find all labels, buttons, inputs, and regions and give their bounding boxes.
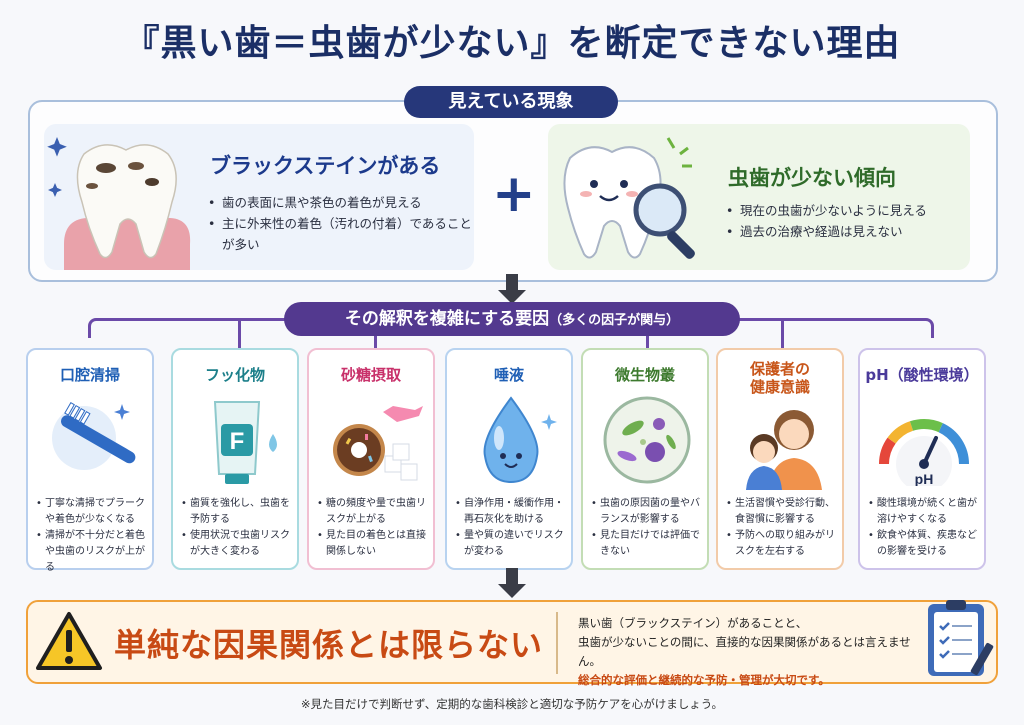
low-caries-bullets: 現在の虫歯が少ないように見える 過去の治療や経過は見えない: [726, 200, 962, 242]
warning-icon: [36, 612, 102, 670]
factor-bullets: 生活習慣や受診行動、食習慣に影響する 予防への取り組みがリスクを左右する: [726, 496, 842, 560]
list-item: 過去の治療や経過は見えない: [726, 221, 962, 242]
footnote: ※見た目だけで判断せず、定期的な歯科検診と適切な予防ケアを心がけましょう。: [300, 697, 724, 711]
conclusion-panel: [26, 600, 998, 684]
factor-title: 保護者の: [749, 360, 810, 378]
low-caries-card: [548, 124, 970, 270]
list-item: 丁寧な清掃でプラークや着色が少なくなる: [36, 496, 152, 528]
factor-title: 健康意識: [749, 378, 810, 396]
factors-header: その解釈を複雑にする要因（多くの因子が関与）: [284, 302, 740, 336]
factor-bullets: 丁寧な清掃でプラークや着色が少なくなる 清掃が不十分だと着色や虫歯のリスクが上が…: [36, 496, 152, 576]
factor-card-guardian-awareness: 保護者の 健康意識 生活習慣や受診行動、食習慣に影響する 予防への取り組みがリス…: [716, 348, 844, 570]
low-caries-title: 虫歯が少ない傾向: [728, 166, 896, 190]
factor-bullets: 虫歯の原因菌の量やバランスが影響する 見た目だけでは評価できない: [591, 496, 707, 560]
phenomena-header: 見えている現象: [404, 86, 618, 118]
conclusion-line: 虫歯が少ないことの間に、直接的な因果関係があるとは言えません。: [578, 635, 911, 668]
smiling-tooth-magnifier-icon: [563, 137, 695, 259]
factor-bullets: 糖の頻度や量で虫歯リスクが上がる 見た目の着色とは直接関係しない: [317, 496, 433, 560]
fluoride-label: F: [230, 428, 245, 455]
list-item: 自浄作用・緩衝作用・再石灰化を助ける: [455, 496, 571, 528]
list-item: 予防への取り組みがリスクを左右する: [726, 528, 842, 560]
list-item: 使用状況で虫歯リスクが大きく変わる: [181, 528, 297, 560]
petri-dish-icon: [603, 396, 691, 484]
ph-gauge-icon: pH: [879, 419, 969, 486]
factor-bullets: 自浄作用・緩衝作用・再石灰化を助ける 量や質の違いでリスクが変わる: [455, 496, 571, 560]
list-item: 現在の虫歯が少ないように見える: [726, 200, 962, 221]
down-arrow-icon: [498, 274, 526, 304]
factor-card-sugar: 砂糖摂取 糖の頻度や量で虫歯リスクが上がる 見た目の着色とは直接関係しない: [307, 348, 435, 570]
conclusion-emphasis: 総合的な評価と継続的な予防・管理が大切です。: [578, 673, 830, 687]
factor-card-saliva: 唾液 自浄作用・緩衝作用・再石灰化を助ける 量や質の違いでリスクが変わる: [445, 348, 573, 570]
list-item: 酸性環境が続くと歯が溶けやすくなる: [868, 496, 984, 528]
connector-drop: [781, 320, 784, 350]
factor-bullets: 酸性環境が続くと歯が溶けやすくなる 飲食や体質、疾患などの影響を受ける: [868, 496, 984, 560]
factor-card-ph: pH（酸性環境） pH 酸性環境が続くと歯が溶けやすくなる 飲食や体質、疾患など…: [858, 348, 986, 570]
factor-bullets: 歯質を強化し、虫歯を予防する 使用状況で虫歯リスクが大きく変わる: [181, 496, 297, 560]
parent-child-icon: [746, 410, 822, 490]
list-item: 糖の頻度や量で虫歯リスクが上がる: [317, 496, 433, 528]
factor-card-microbiome: 微生物叢 虫歯の原因菌の量やバランスが影響する 見た目だけでは評価できない: [581, 348, 709, 570]
water-drop-icon: [483, 396, 557, 484]
conclusion-line: 黒い歯（ブラックステイン）があることと、: [578, 616, 808, 630]
list-item: 量や質の違いでリスクが変わる: [455, 528, 571, 560]
list-item: 歯質を強化し、虫歯を予防する: [181, 496, 297, 528]
conclusion-text: 黒い歯（ブラックステイン）があることと、 虫歯が少ないことの間に、直接的な因果関…: [578, 614, 918, 690]
factor-title: 口腔清掃: [59, 366, 120, 384]
donut-candy-icon: [333, 406, 423, 481]
page-title: 『黒い歯＝虫歯が少ない』を断定できない理由: [123, 23, 901, 64]
plus-sign: +: [492, 164, 536, 224]
factor-title: フッ化物: [204, 366, 265, 384]
black-stain-title: ブラックステインがある: [210, 154, 441, 178]
down-arrow-icon: [498, 568, 526, 598]
factor-card-fluoride: フッ化物 F 歯質を強化し、虫歯を予防する 使用状況で虫歯リスクが大きく変わる: [171, 348, 299, 570]
toothbrush-icon: [52, 401, 136, 470]
list-item: 生活習慣や受診行動、食習慣に影響する: [726, 496, 842, 528]
factor-title: pH（酸性環境）: [865, 366, 979, 384]
factor-title: 微生物叢: [614, 366, 675, 384]
list-item: 見た目だけでは評価できない: [591, 528, 707, 560]
factor-card-oral-cleaning: 口腔清掃 丁寧な清掃でプラークや着色が少なくなる 清掃が不十分だと着色や虫歯のリ…: [26, 348, 154, 573]
divider: [556, 612, 558, 674]
factor-title: 砂糖摂取: [340, 366, 401, 384]
black-stain-bullets: 歯の表面に黒や茶色の着色が見える 主に外来性の着色（汚れの付着）であることが多い: [208, 192, 472, 255]
gauge-label: pH: [915, 471, 934, 486]
list-item: 歯の表面に黒や茶色の着色が見える: [208, 192, 472, 213]
list-item: 虫歯の原因菌の量やバランスが影響する: [591, 496, 707, 528]
list-item: 見た目の着色とは直接関係しない: [317, 528, 433, 560]
fluoride-tube-icon: F: [213, 401, 277, 484]
connector-drop: [238, 320, 241, 350]
list-item: 清掃が不十分だと着色や虫歯のリスクが上がる: [36, 528, 152, 576]
factors-header-main: その解釈を複雑にする要因: [344, 309, 550, 329]
list-item: 主に外来性の着色（汚れの付着）であることが多い: [208, 213, 472, 255]
list-item: 飲食や体質、疾患などの影響を受ける: [868, 528, 984, 560]
stained-tooth-icon: [47, 137, 191, 270]
factors-header-sub: （多くの因子が関与）: [549, 313, 680, 328]
clipboard-checklist-icon: [928, 600, 994, 676]
conclusion-headline: 単純な因果関係とは限らない: [114, 626, 544, 664]
factor-title: 唾液: [493, 366, 524, 384]
